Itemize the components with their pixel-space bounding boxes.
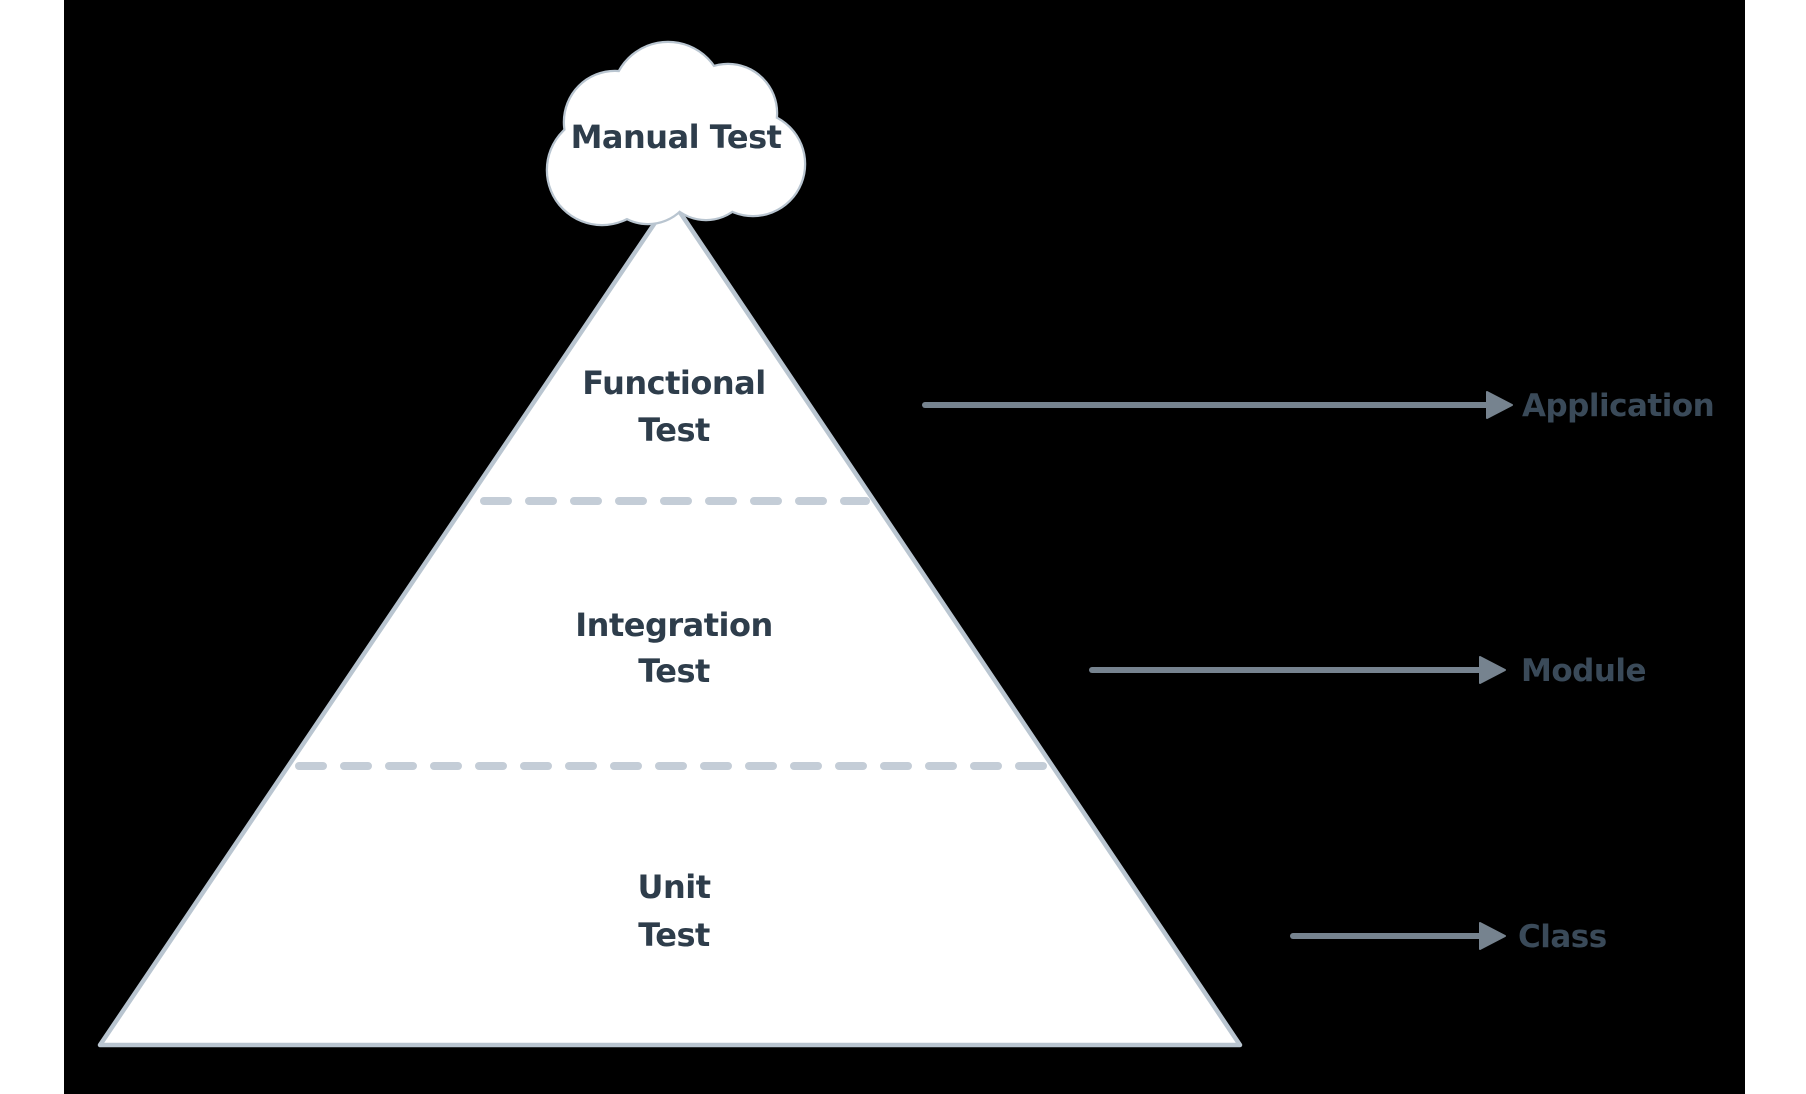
level-unit-line2: Test (638, 916, 710, 954)
level-functional-line1: Functional (582, 364, 765, 402)
manual-test-cloud-icon: Manual Test (545, 40, 807, 227)
level-integration-test: Integration Test (575, 606, 773, 690)
pyramid-triangle (97, 196, 1243, 1048)
arrow-application: Application (922, 388, 1715, 424)
cloud-label: Manual Test (571, 118, 782, 156)
level-unit-test: Unit Test (637, 868, 711, 954)
side-label-module: Module (1521, 653, 1646, 689)
side-label-application: Application (1522, 388, 1714, 424)
level-functional-line2: Test (638, 411, 710, 449)
level-unit-line1: Unit (637, 868, 710, 906)
arrow-module: Module (1089, 653, 1647, 689)
side-label-class: Class (1518, 919, 1607, 955)
level-integration-line1: Integration (575, 606, 773, 644)
arrow-right-icon (1486, 391, 1513, 419)
level-functional-test: Functional Test (582, 364, 766, 449)
arrow-class: Class (1290, 919, 1607, 955)
arrow-right-icon (1479, 922, 1506, 950)
level-integration-line2: Test (638, 652, 710, 690)
arrow-right-icon (1479, 656, 1506, 684)
